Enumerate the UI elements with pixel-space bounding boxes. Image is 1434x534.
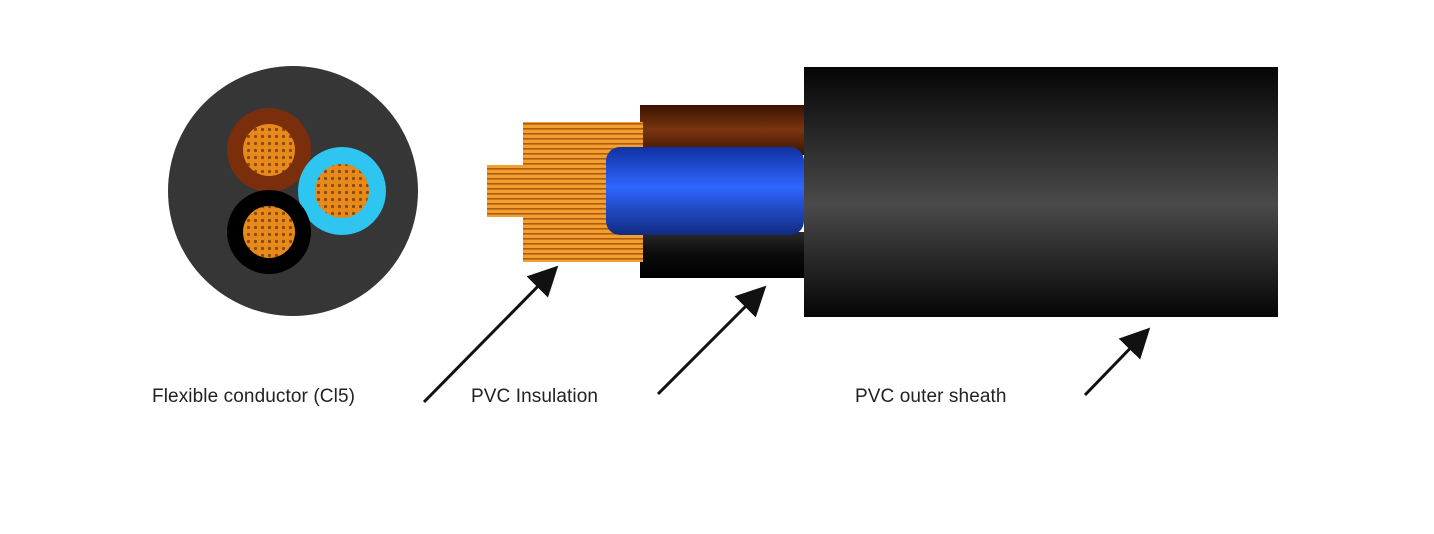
- core-brown-conductor: [243, 124, 295, 176]
- label-pvc-insulation: PVC Insulation: [471, 386, 599, 407]
- arrow-sheath: [1083, 327, 1151, 397]
- outer-sheath-body: [804, 67, 1278, 317]
- cross-section-sheath: [168, 66, 418, 316]
- core-blue-conductor: [315, 164, 369, 218]
- exposed-conductor-tip: [487, 165, 527, 217]
- arrow-insulation: [656, 285, 767, 396]
- black-core-insulation: [640, 232, 804, 278]
- cross-section: [168, 66, 418, 316]
- brown-core-insulation: [640, 105, 804, 155]
- label-flexible-conductor: Flexible conductor (Cl5): [152, 386, 356, 407]
- cable-side-view: [487, 67, 1278, 317]
- label-pvc-outer-sheath: PVC outer sheath: [855, 386, 1007, 407]
- blue-core-insulation: [606, 147, 804, 235]
- pointer-arrows: [422, 265, 1151, 404]
- core-black-conductor: [243, 206, 295, 258]
- arrow-conductor: [422, 265, 559, 404]
